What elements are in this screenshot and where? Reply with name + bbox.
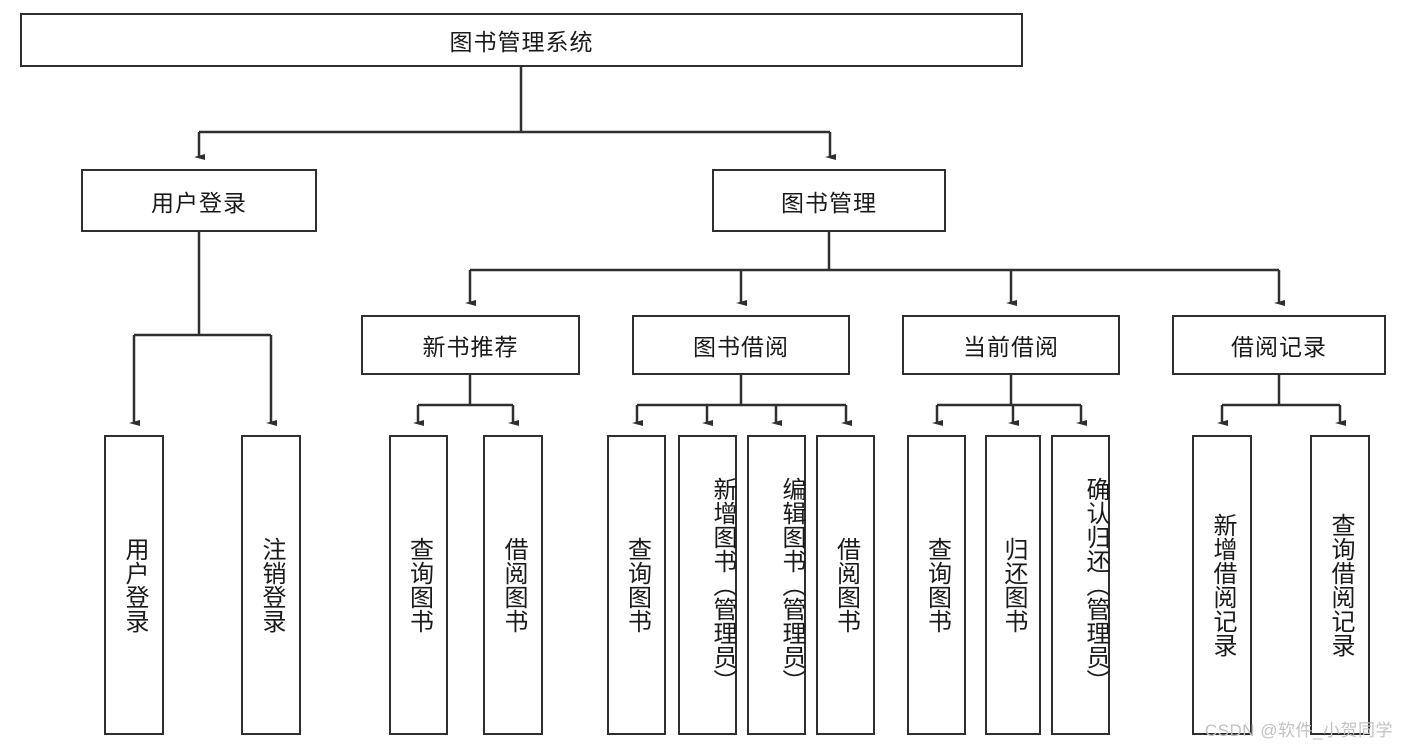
node-borrow-record-label: 借阅记录 — [1231, 334, 1327, 360]
node-new-book-rec[interactable]: 新书推荐 — [361, 315, 580, 375]
node-leaf-query-record[interactable]: 查询借阅记录 — [1310, 435, 1370, 735]
node-leaf-confirm-return-label: 确认归还（管理员） — [1082, 477, 1109, 693]
node-leaf-edit-book-label: 编辑图书（管理员） — [778, 477, 805, 693]
connector-group-current-borrow — [932, 375, 1087, 426]
node-leaf-edit-book[interactable]: 编辑图书（管理员） — [747, 435, 806, 735]
node-user-login[interactable]: 用户登录 — [81, 169, 317, 232]
node-user-login-label: 用户登录 — [151, 189, 247, 216]
node-leaf-query-book-rec-label: 查询图书 — [405, 537, 433, 633]
node-leaf-add-record-label: 新增借阅记录 — [1208, 513, 1236, 657]
node-borrow-record[interactable]: 借阅记录 — [1172, 315, 1386, 375]
node-book-borrow-label: 图书借阅 — [693, 334, 789, 360]
node-current-borrow[interactable]: 当前借阅 — [902, 315, 1120, 375]
node-root-label: 图书管理系统 — [449, 29, 594, 55]
connector-group-book-borrow — [632, 375, 852, 426]
node-leaf-query-book-c-label: 查询图书 — [923, 537, 951, 633]
node-leaf-return-book[interactable]: 归还图书 — [985, 435, 1041, 735]
node-leaf-query-record-label: 查询借阅记录 — [1326, 513, 1354, 657]
node-leaf-borrow-book-rec-label: 借阅图书 — [499, 537, 527, 633]
node-book-manage-label: 图书管理 — [781, 189, 877, 216]
node-leaf-borrow-book-b[interactable]: 借阅图书 — [816, 435, 875, 735]
node-leaf-user-login[interactable]: 用户登录 — [104, 435, 164, 735]
node-book-manage[interactable]: 图书管理 — [712, 169, 946, 232]
connector-group-root — [194, 67, 836, 160]
node-current-borrow-label: 当前借阅 — [963, 334, 1059, 360]
connector-group-book-manage — [465, 232, 1285, 306]
connector-group-new-book-rec — [413, 375, 519, 426]
node-root[interactable]: 图书管理系统 — [20, 13, 1023, 67]
connector-group-borrow-record — [1217, 375, 1346, 426]
node-leaf-query-book-c[interactable]: 查询图书 — [907, 435, 966, 735]
node-leaf-borrow-book-b-label: 借阅图书 — [832, 537, 860, 633]
node-leaf-return-book-label: 归还图书 — [999, 537, 1027, 633]
node-leaf-add-book-label: 新增图书（管理员） — [709, 477, 736, 693]
watermark: CSDN @软件_小贺同学 — [1204, 721, 1393, 740]
node-leaf-query-book-b-label: 查询图书 — [623, 537, 651, 633]
node-leaf-query-book-b[interactable]: 查询图书 — [607, 435, 666, 735]
node-leaf-confirm-return[interactable]: 确认归还（管理员） — [1051, 435, 1110, 735]
node-leaf-query-book-rec[interactable]: 查询图书 — [389, 435, 448, 735]
node-leaf-user-login-label: 用户登录 — [120, 537, 148, 633]
node-new-book-rec-label: 新书推荐 — [422, 334, 519, 360]
node-leaf-logout[interactable]: 注销登录 — [241, 435, 301, 735]
node-leaf-add-book[interactable]: 新增图书（管理员） — [678, 435, 737, 735]
node-leaf-borrow-book-rec[interactable]: 借阅图书 — [483, 435, 543, 735]
connector-group-user-login — [129, 232, 277, 426]
node-book-borrow[interactable]: 图书借阅 — [632, 315, 850, 375]
node-leaf-add-record[interactable]: 新增借阅记录 — [1192, 435, 1252, 735]
node-leaf-logout-label: 注销登录 — [257, 537, 285, 633]
